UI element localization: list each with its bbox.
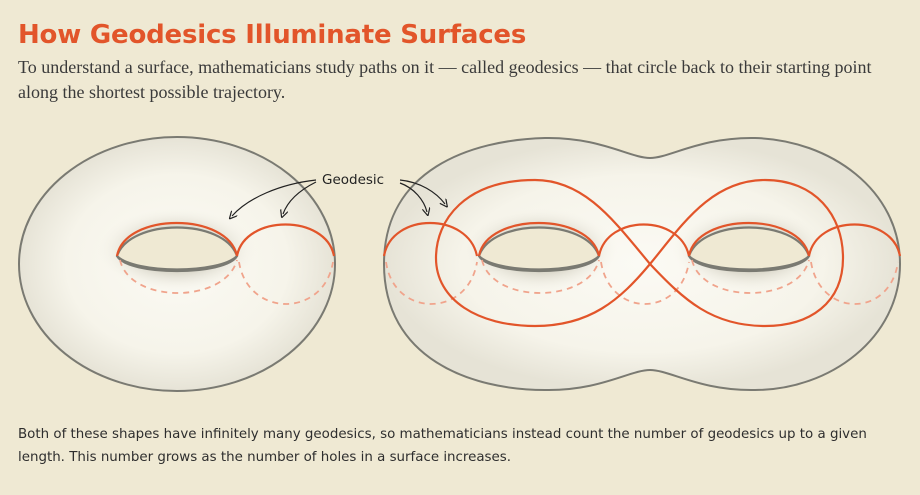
arrow-2 [283, 181, 317, 214]
footer-note: Both of these shapes have infinitely man… [18, 427, 867, 465]
hidden-geodesic-tube [238, 261, 334, 305]
arrow-3 [399, 179, 445, 204]
geodesic-label: Geodesic [322, 172, 384, 188]
page-subtitle: To understand a surface, mathematicians … [18, 57, 872, 102]
geodesic-around-hole [115, 221, 239, 257]
figure-eight-geodesic [434, 178, 845, 328]
arrow-4 [399, 182, 427, 212]
double-torus-body [382, 136, 902, 392]
geodesic-around-tube [235, 223, 336, 257]
double-torus [382, 136, 902, 392]
visible-geodesics [382, 178, 902, 328]
single-torus [18, 136, 336, 392]
page-title: How Geodesics Illuminate Surfaces [18, 20, 527, 50]
arrow-1 [232, 179, 317, 216]
hidden-geodesics [385, 259, 899, 305]
geodesic-callout: Geodesic [232, 172, 445, 216]
hidden-geodesic-inner [119, 259, 238, 294]
